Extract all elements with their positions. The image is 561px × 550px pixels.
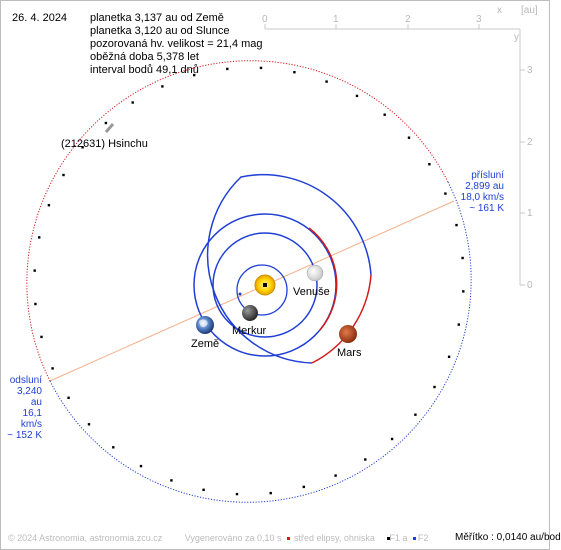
x-tick-label: 0 (262, 14, 268, 25)
info-line: oběžná doba 5,378 let (90, 51, 199, 63)
ellipse-center (238, 292, 242, 296)
orbit-marker (461, 256, 464, 260)
y-axis-label: y (514, 32, 519, 43)
orbit-marker (34, 302, 37, 306)
orbit-marker (428, 163, 431, 166)
aphelion-temperature: ~ 152 K (7, 430, 42, 441)
aphelion-title: odsluní (9, 375, 42, 386)
orbit-marker (170, 479, 173, 482)
orbit-marker (226, 67, 229, 71)
y-tick-label: 0 (527, 280, 533, 291)
earth-clouds (199, 319, 208, 328)
orbit-marker (81, 146, 84, 149)
perihelion-speed: 18,0 km/s (460, 192, 504, 203)
orbit-marker (302, 485, 305, 489)
center-legend-mark (287, 537, 290, 540)
orbit-marker (87, 423, 91, 426)
date-label: 26. 4. 2024 (12, 12, 68, 24)
orbit-marker (414, 413, 417, 416)
perihelion-title: přísluní (471, 170, 504, 181)
orbit-marker (33, 269, 36, 272)
aphelion-distance: 3,240 au (16, 386, 42, 408)
orbit-marker (193, 73, 196, 77)
f1-legend-mark (387, 537, 390, 540)
sun-center (263, 283, 267, 287)
mercury-icon (242, 305, 258, 321)
x-tick-label: 1 (333, 14, 339, 25)
orbit-marker (447, 355, 451, 358)
orbit-marker (51, 367, 54, 370)
copyright-link[interactable]: © 2024 Astronomia, astronomia.zcu.cz (8, 533, 163, 543)
orbit-marker (269, 491, 272, 495)
f2-legend: F2 (417, 533, 429, 543)
mercury-orbit (236, 264, 288, 316)
orbit-marker (334, 474, 337, 477)
info-block: planetka 3,137 au od Země planetka 3,120… (90, 12, 263, 77)
generated-time: Vygenerováno za 0,10 s (184, 533, 282, 543)
orbit-marker (355, 94, 359, 98)
perihelion-temperature: ~ 161 K (469, 203, 504, 214)
unit-label: [au] (521, 5, 538, 16)
y-tick-label: 3 (527, 65, 533, 76)
orbit-marker (139, 464, 143, 468)
orbit-marker (444, 192, 447, 195)
apse-line (49, 200, 455, 382)
asteroid-orbit-south (49, 181, 472, 503)
earth-orbit-north (308, 227, 338, 331)
orbit-marker (457, 323, 460, 326)
orbit-marker (161, 85, 164, 88)
orbit-marker (462, 290, 465, 293)
orbit-marker (390, 437, 394, 441)
earth-label: Země (191, 338, 219, 350)
orbit-marker (62, 173, 65, 177)
y-tick-label: 2 (527, 137, 533, 148)
aphelion-label: odsluní 3,240 au 16,1 km/s ~ 152 K (4, 375, 42, 441)
venus-icon (306, 264, 324, 282)
asteroid-position (104, 123, 115, 133)
venus-orbit (212, 232, 318, 338)
orbit-marker (112, 446, 115, 449)
footer: © 2024 Astronomia, astronomia.zcu.cz Vyg… (8, 533, 432, 543)
y-tick-label: 1 (527, 208, 533, 219)
perihelion-distance: 2,899 au (465, 181, 504, 192)
orbit-marker (47, 204, 51, 207)
aphelion-speed: 16,1 km/s (20, 408, 42, 430)
orbit-marker (433, 385, 436, 389)
orbit-marker (383, 113, 386, 116)
center-legend: střed elipsy, ohniska (293, 533, 375, 543)
f1-legend: F1 a (389, 533, 408, 543)
x-tick-label: 3 (476, 14, 482, 25)
x-tick-label: 2 (405, 14, 411, 25)
orbit-marker (325, 80, 328, 83)
mars-icon (339, 325, 357, 343)
asteroid-name: (212631) Hsinchu (61, 138, 148, 150)
orbit-marker (67, 396, 70, 399)
mercury-label: Merkur (232, 325, 267, 337)
venus-label: Venuše (293, 286, 330, 298)
orbit-marker (104, 121, 108, 125)
info-line: pozorovaná hv. velikost = 21,4 mag (90, 38, 263, 50)
orbit-marker (407, 136, 411, 139)
orbit-markers (33, 66, 465, 496)
perihelion-label: přísluní 2,899 au 18,0 km/s ~ 161 K (454, 170, 504, 214)
mars-orbit-south (206, 173, 372, 364)
orbit-marker (131, 101, 134, 104)
mars-label: Mars (337, 347, 362, 359)
x-axis-label: x (497, 5, 502, 16)
info-line: planetka 3,120 au od Slunce (90, 25, 230, 37)
orbit-marker (455, 223, 458, 227)
orbit-marker (202, 488, 205, 491)
f2-legend-mark (413, 537, 416, 540)
orbit-marker (38, 236, 41, 239)
info-line: planetka 3,137 au od Země (90, 12, 224, 24)
orbit-marker (364, 458, 367, 461)
orbit-marker (259, 66, 263, 70)
orbit-marker (40, 335, 43, 339)
orbit-marker (235, 492, 239, 496)
info-line: interval bodů 49,1 dnů (90, 64, 199, 76)
asteroid-orbit-north (26, 60, 449, 382)
orbit-marker (293, 71, 296, 74)
scale-label: Měřítko : 0,0140 au/bod (455, 532, 561, 543)
